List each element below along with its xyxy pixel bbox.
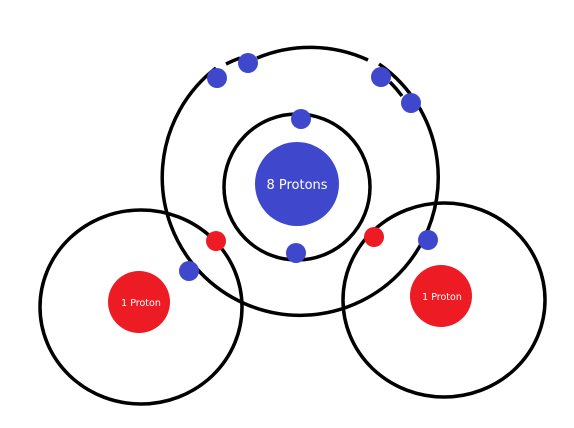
electron-shared-left xyxy=(179,261,199,281)
hydrogen-right-nucleus: 1 Proton xyxy=(410,265,472,327)
hydrogen-electrons xyxy=(206,227,384,251)
hydrogen-right-nucleus-label: 1 Proton xyxy=(422,292,462,303)
oxygen-outer-shell-arc-main xyxy=(160,62,440,318)
oxygen-nucleus-circle xyxy=(255,142,339,226)
electron-inner-top xyxy=(291,109,311,129)
hydrogen-left-nucleus: 1 Proton xyxy=(108,271,170,333)
oxygen-outer-shell-arc-link xyxy=(225,56,241,66)
oxygen-nucleus-label: 8 Protons xyxy=(266,178,327,193)
electron-shared-right xyxy=(418,230,438,250)
electron-outer-top-left-1 xyxy=(207,68,227,88)
oxygen-electrons xyxy=(179,53,438,281)
electron-hydrogen-left xyxy=(206,231,226,251)
oxygen-outer-shell-arc-right xyxy=(388,80,404,98)
oxygen-outer-shell-arc-top xyxy=(256,45,369,62)
hydrogen-left-shell xyxy=(38,208,244,406)
electron-hydrogen-right xyxy=(364,227,384,247)
oxygen-nucleus: 8 Protons xyxy=(255,142,339,226)
hydrogen-right-nucleus-circle xyxy=(410,265,472,327)
electron-outer-top-left-2 xyxy=(238,53,258,73)
hydrogen-right-shell xyxy=(341,201,547,399)
hydrogen-left-nucleus-label: 1 Proton xyxy=(121,298,161,309)
electron-inner-bottom xyxy=(286,243,306,263)
electron-outer-top-right-2 xyxy=(401,93,421,113)
oxygen-outer-shell xyxy=(160,45,440,318)
electron-outer-top-right-1 xyxy=(371,67,391,87)
hydrogen-left-nucleus-circle xyxy=(108,271,170,333)
